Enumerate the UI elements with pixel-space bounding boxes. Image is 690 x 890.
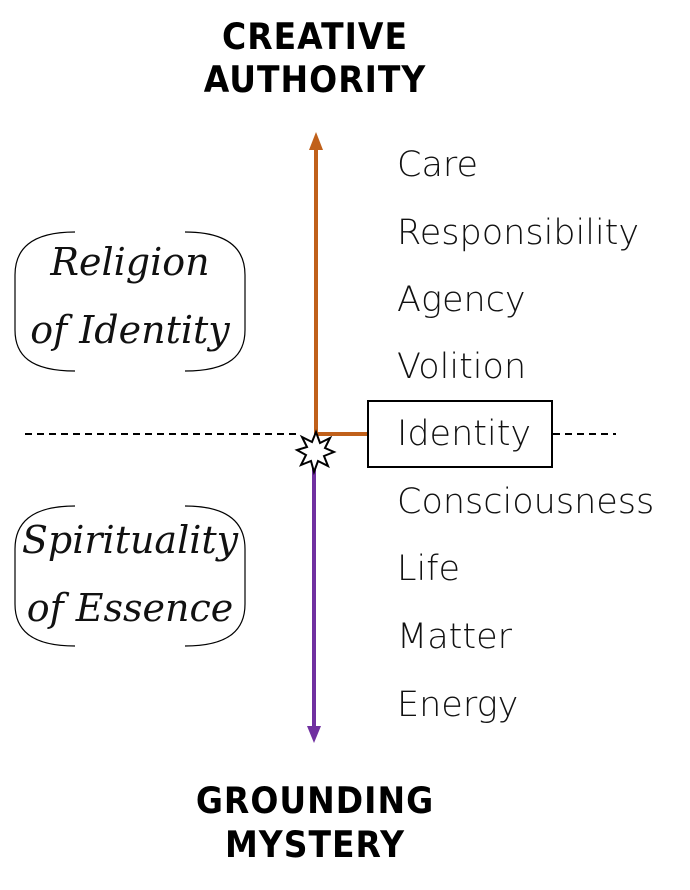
level-volition: Volition [397, 347, 527, 387]
bottom-title-line-2: MYSTERY [224, 823, 406, 866]
level-energy: Energy [397, 685, 519, 725]
top-title-line-2: AUTHORITY [203, 58, 427, 101]
lower-label-line-1: Spirituality [21, 518, 239, 562]
up-arrowhead-icon [309, 132, 323, 150]
upper-label-bracket-right [184, 231, 246, 372]
lower-label-bracket-left [14, 505, 76, 647]
level-identity: Identity [397, 414, 532, 454]
upper-label-bracket-left [14, 231, 76, 372]
lower-label-bracket-right [184, 505, 246, 647]
identity-highlight-box [367, 400, 553, 468]
upper-label-line-1: Religion [50, 240, 210, 284]
top-title-line-1: CREATIVE [221, 15, 409, 58]
upper-label-line-2: of Identity [30, 308, 230, 352]
level-matter: Matter [397, 617, 513, 657]
bottom-title-line-1: GROUNDING [195, 779, 435, 822]
lower-label-line-2: of Essence [26, 586, 234, 630]
burst-icon [294, 429, 337, 476]
level-care: Care [397, 145, 479, 185]
level-agency: Agency [397, 280, 526, 320]
level-responsibility: Responsibility [397, 213, 640, 253]
down-arrowhead-icon [307, 726, 321, 743]
level-consciousness: Consciousness [397, 482, 655, 522]
level-life: Life [397, 549, 461, 589]
